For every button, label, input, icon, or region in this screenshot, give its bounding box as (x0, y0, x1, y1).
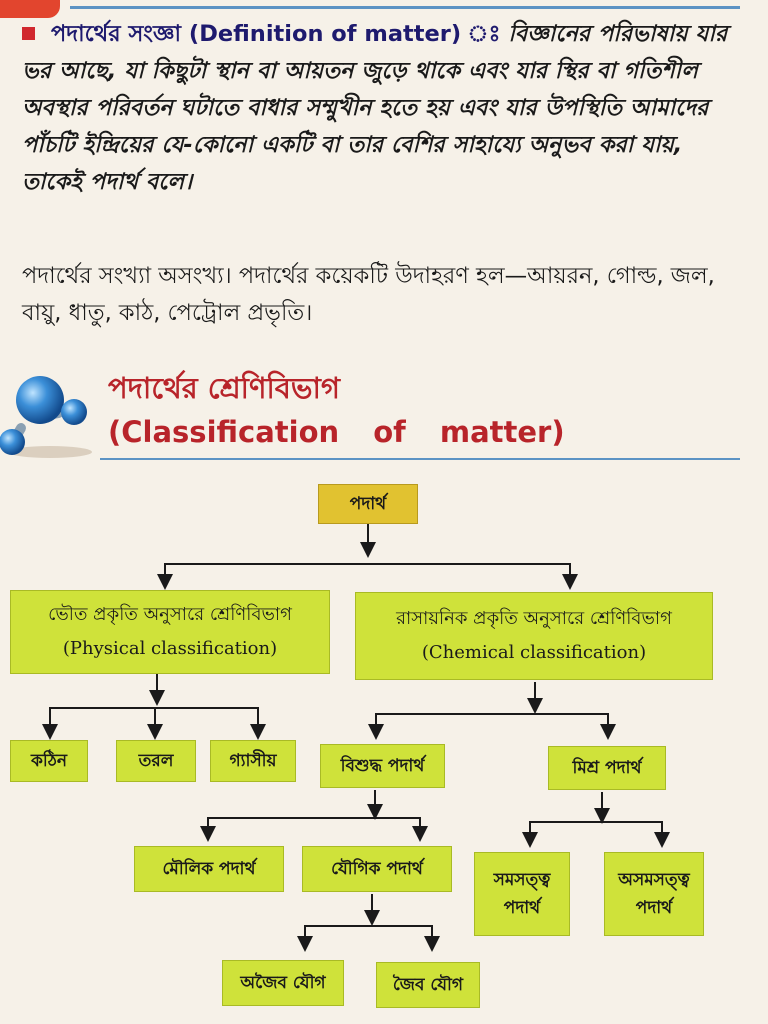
node-inorganic-compound: অজৈব যৌগ (222, 960, 344, 1006)
examples-paragraph: পদার্থের সংখ্যা অসংখ্য। পদার্থের কয়েকটি… (22, 263, 715, 326)
node-pure-substance: বিশুদ্ধ পদার্থ (320, 744, 445, 788)
node-matter: পদার্থ (318, 484, 418, 524)
heterogeneous-line2: পদার্থ (635, 898, 673, 918)
node-element: মৌলিক পদার্থ (134, 846, 284, 892)
definition-title-bn: পদার্থের সংজ্ঞা (51, 21, 182, 47)
node-heterogeneous: অসমসত্ত্ব পদার্থ (604, 852, 704, 936)
node-compound: যৌগিক পদার্থ (302, 846, 452, 892)
molecule-icon (0, 376, 92, 458)
section-title-bn: পদার্থের শ্রেণিবিভাগ (108, 371, 340, 405)
homogeneous-line1: সমসত্ত্ব (493, 870, 551, 890)
node-liquid: তরল (116, 740, 196, 782)
definition-title-en: (Definition of matter) (188, 21, 462, 47)
physical-label-en: (Physical classification) (62, 638, 278, 659)
definition-title: পদার্থের সংজ্ঞা (Definition of matter) ঃ (51, 21, 500, 47)
definition-body: বিজ্ঞানের পরিভাষায় যার ভর আছে, যা কিছুট… (22, 21, 728, 195)
homogeneous-line2: পদার্থ (503, 898, 541, 918)
chemical-label-en: (Chemical classification) (421, 642, 647, 663)
top-banner (0, 0, 768, 18)
heterogeneous-line1: অসমসত্ত্ব (618, 870, 690, 890)
bullet-icon (22, 27, 35, 40)
physical-label-bn: ভৌত প্রকৃতি অনুসারে শ্রেণিবিভাগ (48, 604, 292, 625)
section-title-en: (Classification of matter) (108, 415, 565, 449)
node-physical-classification: ভৌত প্রকৃতি অনুসারে শ্রেণিবিভাগ (Physica… (10, 590, 330, 674)
node-mixture: মিশ্র পদার্থ (548, 746, 666, 790)
chemical-label-bn: রাসায়নিক প্রকৃতি অনুসারে শ্রেণিবিভাগ (396, 608, 672, 629)
top-rule (70, 6, 740, 9)
node-chemical-classification: রাসায়নিক প্রকৃতি অনুসারে শ্রেণিবিভাগ (C… (355, 592, 713, 680)
node-gas: গ্যাসীয় (210, 740, 296, 782)
node-organic-compound: জৈব যৌগ (376, 962, 480, 1008)
definition-paragraph: পদার্থের সংজ্ঞা (Definition of matter) ঃ… (22, 16, 750, 201)
classification-tree: পদার্থ ভৌত প্রকৃতি অনুসারে শ্রেণিবিভাগ (… (0, 470, 768, 1024)
top-decoration (0, 0, 60, 18)
tree-connectors (42, 522, 670, 952)
node-homogeneous: সমসত্ত্ব পদার্থ (474, 852, 570, 936)
section-rule (100, 458, 740, 460)
section-title: পদার্থের শ্রেণিবিভাগ (Classification of … (108, 366, 565, 454)
node-solid: কঠিন (10, 740, 88, 782)
